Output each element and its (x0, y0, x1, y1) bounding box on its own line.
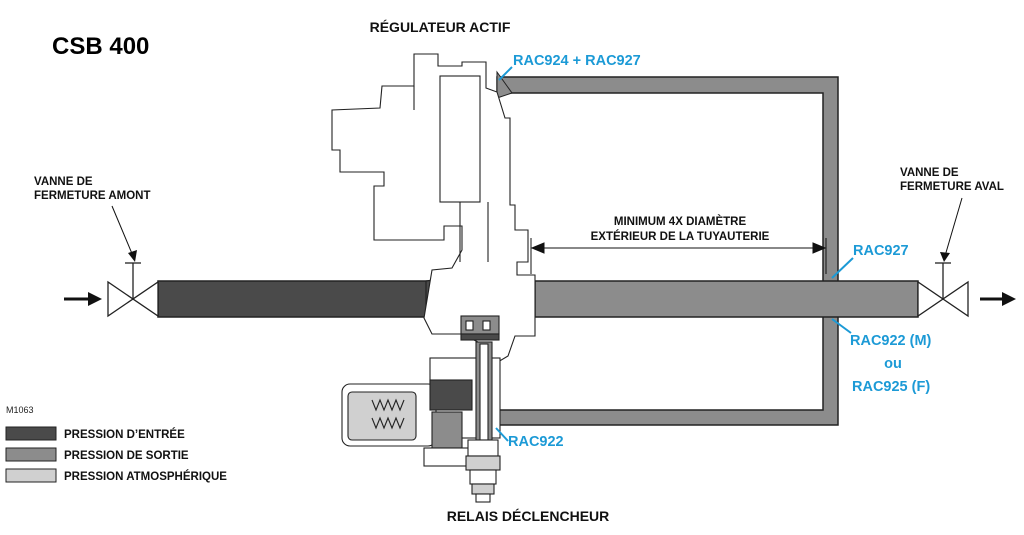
legend: PRESSION D’ENTRÉE PRESSION DE SORTIE PRE… (5, 426, 227, 483)
callout-rac925-f: RAC925 (F) (852, 379, 930, 395)
min-distance-label-2: EXTÉRIEUR DE LA TUYAUTERIE (591, 230, 770, 243)
legend-swatch-inlet (5, 426, 57, 441)
legend-label-inlet: PRESSION D’ENTRÉE (64, 428, 185, 441)
min-distance-label-1: MINIMUM 4X DIAMÈTRE (614, 215, 747, 228)
figure-id: M1063 (6, 405, 34, 415)
upstream-valve-icon (107, 262, 159, 318)
downstream-valve-label-2: FERMETURE AVAL (900, 181, 1004, 193)
inlet-pipe (157, 278, 462, 319)
legend-swatch-outlet (5, 447, 57, 462)
upstream-valve-label-2: FERMETURE AMONT (34, 190, 150, 202)
callout-ou: ou (884, 356, 902, 372)
min-distance-dimension (530, 238, 827, 274)
callout-rac927: RAC927 (853, 243, 909, 259)
outlet-pipe (534, 280, 919, 318)
legend-label-atmospheric: PRESSION ATMOSPHÉRIQUE (64, 470, 227, 483)
downstream-valve-pointer (944, 197, 963, 257)
active-regulator-label: RÉGULATEUR ACTIF (370, 19, 511, 35)
trip-relay-body (341, 341, 501, 503)
legend-label-outlet: PRESSION DE SORTIE (64, 450, 189, 462)
callout-rac922-pointer (495, 427, 509, 442)
upstream-valve-label-1: VANNE DE (34, 176, 93, 188)
downstream-valve-icon (917, 262, 969, 318)
callout-rac922-m-pointer (831, 318, 852, 334)
diagram-title: CSB 400 (52, 33, 149, 60)
downstream-valve-pointer-head (940, 252, 950, 262)
callout-rac924-rac927-pointer (498, 66, 513, 81)
callout-rac927-pointer (831, 257, 854, 279)
outlet-flow-arrow-icon (980, 292, 1016, 306)
upstream-valve-pointer-head (128, 250, 137, 262)
downstream-valve-label-1: VANNE DE (900, 167, 959, 179)
callout-rac922: RAC922 (508, 434, 564, 450)
inlet-flow-arrow-icon (64, 292, 102, 306)
upstream-valve-pointer (111, 205, 134, 257)
legend-swatch-atmospheric (5, 468, 57, 483)
trip-relay-label: RELAIS DÉCLENCHEUR (447, 508, 610, 524)
callout-rac922-m: RAC922 (M) (850, 333, 932, 349)
callout-rac924-rac927: RAC924 + RAC927 (513, 53, 641, 69)
